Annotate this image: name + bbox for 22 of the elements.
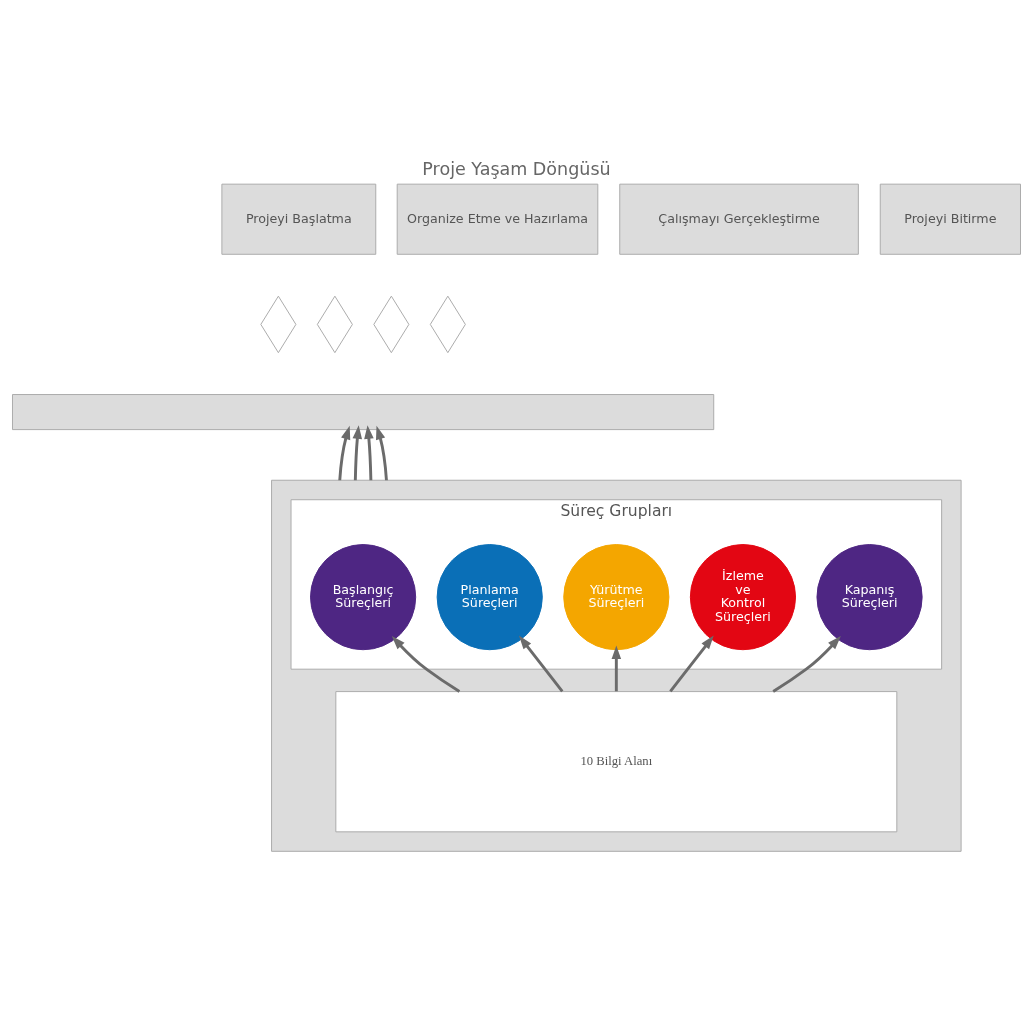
arrow: [364, 424, 374, 480]
arrow: [391, 635, 461, 693]
arrow: [669, 635, 714, 692]
cluster: [271, 479, 962, 852]
node-bar: [12, 393, 715, 430]
node-diamond: [429, 295, 466, 353]
diagram-title: Proje Yaşam Döngüsü: [422, 158, 611, 179]
arrow: [338, 425, 351, 480]
node-box: Projeyi Başlatma: [221, 183, 377, 255]
node-box: Çalışmayı Gerçekleştirme: [619, 183, 859, 255]
arrow: [376, 425, 388, 480]
node-box: Projeyi Bitirme: [879, 183, 1021, 255]
arrow: [518, 635, 564, 692]
node-diamond: [260, 295, 297, 353]
arrow: [352, 424, 363, 480]
node-box: 10 Bilgi Alanı: [335, 690, 898, 832]
node-diamond: [316, 295, 353, 353]
node-diamond: [373, 295, 410, 353]
node-box: Organize Etme ve Hazırlama: [396, 183, 599, 255]
arrow: [772, 635, 841, 693]
node-circle: Yürütme Süreçleri: [563, 543, 670, 650]
arrow: [611, 644, 622, 691]
